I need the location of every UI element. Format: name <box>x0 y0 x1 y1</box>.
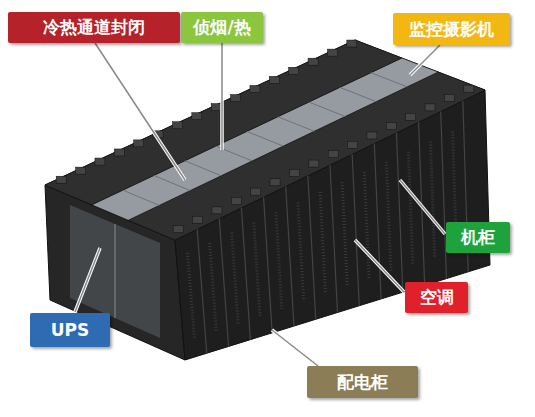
cabinet-seam <box>197 229 207 353</box>
leader-line <box>410 45 440 75</box>
cabinet-top-vent <box>328 151 338 158</box>
aisle-grid <box>278 117 314 132</box>
aisle-grid <box>185 161 221 176</box>
cabinet-perforation <box>210 243 217 331</box>
cabinet-perforation <box>276 212 282 308</box>
leader-line <box>221 43 223 150</box>
leader-halo <box>410 45 440 75</box>
cabinet-top-vent <box>56 176 66 183</box>
callout-box: 冷热通道封闭 <box>8 12 180 43</box>
cabinet-perforation <box>386 162 391 272</box>
leader-line <box>355 240 404 292</box>
cabinet-top-vent <box>327 49 337 56</box>
cabinet-top-vent <box>95 158 105 165</box>
callout-box: 监控摄影机 <box>393 13 510 45</box>
leader-halo <box>400 180 445 234</box>
callout-label: 侦烟/热 <box>193 18 250 37</box>
cabinet-seam <box>330 165 338 313</box>
cabinet-perforation <box>254 223 260 317</box>
cabinet-top-vent <box>231 95 241 102</box>
leader-line <box>95 43 185 180</box>
cabinet-top-vent <box>192 113 202 120</box>
cabinet-top-vent <box>193 216 203 223</box>
aisle-grid <box>340 87 376 101</box>
cabinet-top-vent <box>114 149 124 156</box>
cabinet-perforation <box>298 202 304 301</box>
leader-line <box>400 180 445 234</box>
cabinet-top-vent <box>406 113 416 120</box>
cabinet-top-vent <box>212 207 222 214</box>
cabinet-seam <box>352 154 359 305</box>
cabinet-seam <box>441 111 447 278</box>
cabinet-seam <box>308 176 316 320</box>
cabinet-perforation <box>342 182 347 287</box>
cabinet-top-vent <box>386 123 396 130</box>
aisle-grid <box>309 102 345 116</box>
callout-box: 空调 <box>405 282 468 313</box>
cabinet-seam <box>264 197 273 333</box>
cabinet-seam <box>396 133 402 292</box>
leader-line <box>75 248 100 312</box>
cabinet-top-vent <box>172 122 182 129</box>
cabinet-details <box>45 40 485 353</box>
cabinet-top-vent <box>289 67 299 74</box>
aisle-grid <box>371 73 407 87</box>
cabinet-top-vent <box>231 197 241 204</box>
cabinet-top-vent <box>134 140 144 147</box>
cabinet-top-vent <box>348 141 358 148</box>
cabinet-seam <box>286 186 294 326</box>
aisle-grid <box>247 131 283 146</box>
cabinet-top-vent <box>250 85 260 92</box>
cabinet-top-vent <box>309 160 319 167</box>
cabinet-top-vent <box>76 167 86 174</box>
cabinet-top-vent <box>289 169 299 176</box>
cabinet-seam <box>374 144 381 299</box>
callout-label: 监控摄影机 <box>409 20 494 39</box>
callout-box: 配电柜 <box>307 366 418 398</box>
leader-halo <box>75 248 100 312</box>
leader-halo <box>95 43 185 180</box>
back-row-roof <box>45 40 402 205</box>
cabinet-perforation <box>320 192 325 294</box>
cabinet-top-vent <box>367 132 377 139</box>
cabinet-top-vent <box>269 76 279 83</box>
cabinet-top-vent <box>444 95 454 102</box>
aisle-grid <box>123 190 159 205</box>
callout-box: 机柜 <box>446 222 510 253</box>
cabinet-top-vent <box>251 188 261 195</box>
callout-label: 冷热通道封闭 <box>43 18 145 37</box>
cabinet-perforation <box>232 233 238 324</box>
cabinet-perforation <box>364 172 369 279</box>
cabinet-seam <box>241 208 250 340</box>
callout-label: 机柜 <box>461 228 495 247</box>
leader-halo <box>355 240 404 292</box>
callout-label: 配电柜 <box>337 373 388 392</box>
cabinet-top-vent <box>211 104 221 111</box>
callout-label: 空调 <box>420 288 454 307</box>
callout-box: 侦烟/热 <box>181 12 263 43</box>
callout-box: UPS <box>30 313 110 347</box>
cabinet-top-vent <box>425 104 435 111</box>
door-frame <box>115 224 116 318</box>
cabinet-perforation <box>408 152 412 265</box>
leader-line <box>272 330 318 366</box>
cabinet-top-vent <box>173 226 183 233</box>
cabinet-seam <box>219 219 228 347</box>
cabinet-top-vent <box>308 58 318 65</box>
leader-halo <box>220 43 224 150</box>
cabinet-top-vent <box>347 40 357 47</box>
cabinet-top-vent <box>270 179 280 186</box>
cabinet-perforation <box>431 142 435 258</box>
cabinet-perforation <box>188 253 195 338</box>
cabinet-top-vent <box>464 85 474 92</box>
leader-halo <box>272 330 318 366</box>
callout-label: UPS <box>51 321 90 340</box>
